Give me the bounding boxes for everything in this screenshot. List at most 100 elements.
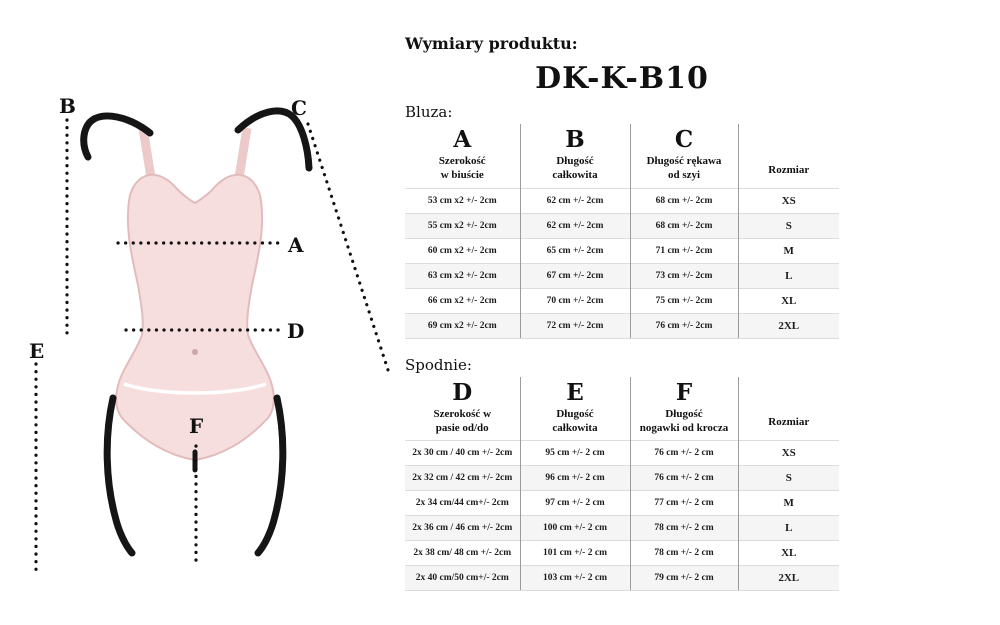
cell: 68 cm +/- 2cm xyxy=(629,212,738,238)
table-row: 2x 30 cm / 40 cm +/- 2cm 95 cm +/- 2 cm … xyxy=(405,440,839,466)
left-shoulder-line xyxy=(80,112,154,161)
bluza-col-c: C Długość rękawa od szyi xyxy=(629,124,738,188)
cell: 62 cm +/- 2cm xyxy=(519,212,630,238)
size-cell: L xyxy=(737,515,839,541)
cell: 101 cm +/- 2 cm xyxy=(519,540,630,566)
garment-body xyxy=(115,173,275,462)
table-row: 2x 34 cm/44 cm+/- 2cm 97 cm +/- 2 cm 77 … xyxy=(405,490,839,516)
bluza-col-size-label: Rozmiar xyxy=(768,163,810,176)
size-cell: 2XL xyxy=(737,312,839,339)
bluza-section-label: Bluza: xyxy=(405,103,453,121)
cell: 73 cm +/- 2cm xyxy=(629,262,738,288)
size-tables-panel: Wymiary produktu: DK-K-B10 Bluza: A Szer… xyxy=(405,34,839,591)
measure-line-c xyxy=(306,122,390,372)
cell: 62 cm +/- 2cm xyxy=(519,187,630,213)
cell: 70 cm +/- 2cm xyxy=(519,287,630,313)
table-row: 63 cm x2 +/- 2cm 67 cm +/- 2cm 73 cm +/-… xyxy=(405,262,839,288)
cell: 76 cm +/- 2cm xyxy=(629,312,738,339)
spodnie-col-d-letter: D xyxy=(452,378,473,406)
cell: 53 cm x2 +/- 2cm xyxy=(405,187,520,213)
spodnie-col-e: E Długość całkowita xyxy=(519,376,630,441)
cell: 96 cm +/- 2 cm xyxy=(519,465,630,491)
bluza-header-row: A Szerokość w biuście B Długość całkowit… xyxy=(405,124,839,188)
left-leg-line xyxy=(103,394,136,557)
navel-dot xyxy=(192,349,198,355)
table-row: 60 cm x2 +/- 2cm 65 cm +/- 2cm 71 cm +/-… xyxy=(405,237,839,263)
measure-label-b: B xyxy=(59,94,76,118)
page-title: Wymiary produktu: xyxy=(405,34,578,53)
bluza-col-c-desc: Długość rękawa od szyi xyxy=(646,155,722,182)
spodnie-col-size: Rozmiar xyxy=(737,376,839,441)
size-cell: XS xyxy=(737,440,839,466)
cell: 2x 30 cm / 40 cm +/- 2cm xyxy=(405,440,520,466)
cell: 72 cm +/- 2cm xyxy=(519,312,630,339)
cell: 103 cm +/- 2 cm xyxy=(519,565,630,591)
cell: 55 cm x2 +/- 2cm xyxy=(405,212,520,238)
bluza-size-table: A Szerokość w biuście B Długość całkowit… xyxy=(405,124,839,339)
spodnie-col-f-letter: F xyxy=(675,378,693,406)
measure-label-d: D xyxy=(287,319,304,343)
right-shoulder-line xyxy=(234,107,313,172)
spodnie-col-f-desc: Długość nogawki od krocza xyxy=(639,407,729,434)
size-cell: L xyxy=(737,262,839,288)
cell: 76 cm +/- 2 cm xyxy=(629,465,738,491)
measure-label-c: C xyxy=(291,96,307,120)
size-cell: 2XL xyxy=(737,565,839,591)
cell: 76 cm +/- 2 cm xyxy=(629,440,738,466)
cell: 75 cm +/- 2cm xyxy=(629,287,738,313)
table-row: 2x 32 cm / 42 cm +/- 2cm 96 cm +/- 2 cm … xyxy=(405,465,839,491)
cell: 95 cm +/- 2 cm xyxy=(519,440,630,466)
bluza-col-a: A Szerokość w biuście xyxy=(405,124,520,188)
table-row: 2x 38 cm/ 48 cm +/- 2cm 101 cm +/- 2 cm … xyxy=(405,540,839,566)
bluza-col-a-letter: A xyxy=(453,126,472,153)
measure-label-e: E xyxy=(29,339,44,363)
cell: 78 cm +/- 2 cm xyxy=(629,515,738,541)
table-row: 69 cm x2 +/- 2cm 72 cm +/- 2cm 76 cm +/-… xyxy=(405,312,839,339)
cell: 2x 36 cm / 46 cm +/- 2cm xyxy=(405,515,520,541)
cell: 67 cm +/- 2cm xyxy=(519,262,630,288)
table-row: 2x 40 cm/50 cm+/- 2cm 103 cm +/- 2 cm 79… xyxy=(405,565,839,591)
cell: 63 cm x2 +/- 2cm xyxy=(405,262,520,288)
spodnie-col-e-desc: Długość całkowita xyxy=(552,407,598,434)
size-cell: XL xyxy=(737,540,839,566)
size-cell: S xyxy=(737,212,839,238)
panty-waistline xyxy=(123,382,267,395)
spodnie-col-e-letter: E xyxy=(566,378,584,406)
bluza-col-b: B Długość całkowita xyxy=(519,124,630,188)
bluza-col-b-desc: Długość całkowita xyxy=(552,155,598,182)
cell: 2x 38 cm/ 48 cm +/- 2cm xyxy=(405,540,520,566)
cell: 79 cm +/- 2 cm xyxy=(629,565,738,591)
cell: 60 cm x2 +/- 2cm xyxy=(405,237,520,263)
product-code: DK-K-B10 xyxy=(535,61,709,96)
spodnie-section-label: Spodnie: xyxy=(405,355,472,374)
size-cell: M xyxy=(737,490,839,516)
bluza-col-a-desc: Szerokość w biuście xyxy=(438,155,486,182)
size-cell: M xyxy=(737,237,839,263)
table-row: 2x 36 cm / 46 cm +/- 2cm 100 cm +/- 2 cm… xyxy=(405,515,839,541)
cell: 77 cm +/- 2 cm xyxy=(629,490,738,516)
table-row: 55 cm x2 +/- 2cm 62 cm +/- 2cm 68 cm +/-… xyxy=(405,212,839,238)
spodnie-col-f: F Długość nogawki od krocza xyxy=(629,376,738,441)
bluza-col-size: Rozmiar xyxy=(737,124,839,188)
cell: 2x 40 cm/50 cm+/- 2cm xyxy=(405,565,520,591)
bluza-col-c-letter: C xyxy=(674,126,694,153)
cell: 2x 32 cm / 42 cm +/- 2cm xyxy=(405,465,520,491)
measure-label-f: F xyxy=(189,414,203,438)
spodnie-size-table: D Szerokość w pasie od/do E Długość całk… xyxy=(405,376,839,591)
cell: 2x 34 cm/44 cm+/- 2cm xyxy=(405,490,520,516)
table-row: 66 cm x2 +/- 2cm 70 cm +/- 2cm 75 cm +/-… xyxy=(405,287,839,313)
garment-diagram: A B C D E F xyxy=(29,94,390,572)
size-cell: XL xyxy=(737,287,839,313)
cell: 68 cm +/- 2cm xyxy=(629,187,738,213)
cell: 66 cm x2 +/- 2cm xyxy=(405,287,520,313)
spodnie-col-size-label: Rozmiar xyxy=(768,416,810,429)
cell: 65 cm +/- 2cm xyxy=(519,237,630,263)
spodnie-col-d: D Szerokość w pasie od/do xyxy=(405,376,520,441)
spodnie-header-row: D Szerokość w pasie od/do E Długość całk… xyxy=(405,376,839,441)
size-cell: S xyxy=(737,465,839,491)
cell: 78 cm +/- 2 cm xyxy=(629,540,738,566)
measure-label-a: A xyxy=(287,233,304,257)
cell: 69 cm x2 +/- 2cm xyxy=(405,312,520,339)
bluza-col-b-letter: B xyxy=(565,126,585,153)
